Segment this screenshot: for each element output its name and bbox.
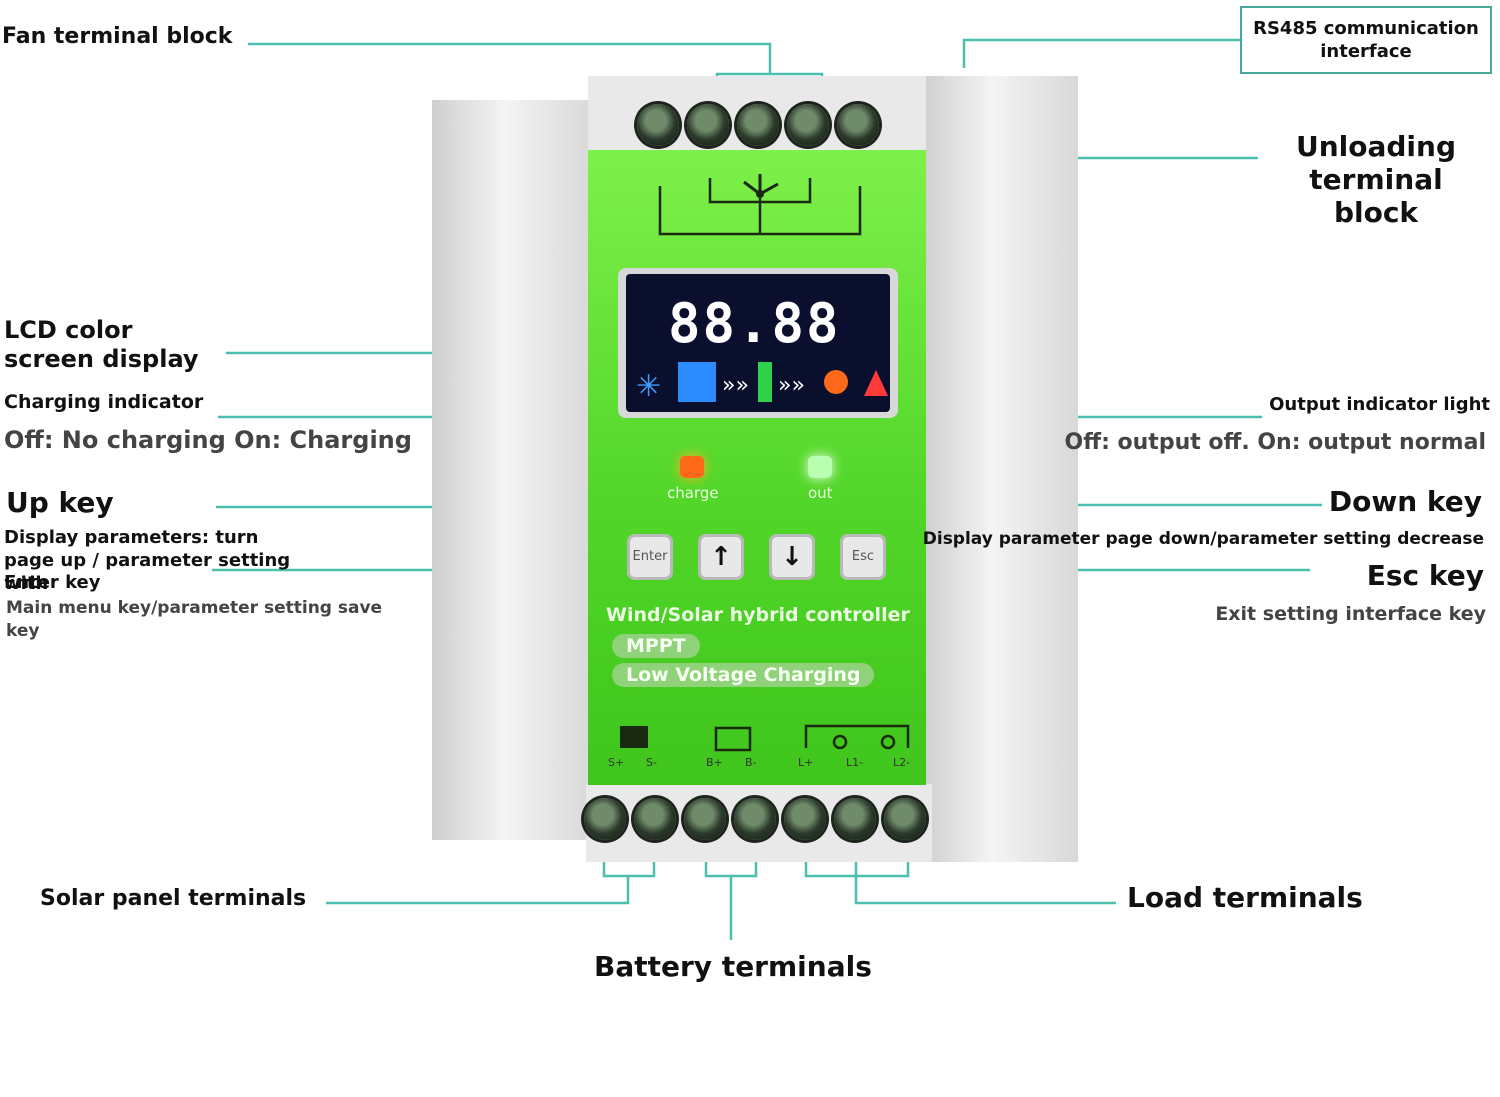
enter-key-note: Main menu key/parameter setting save key — [6, 598, 383, 641]
label-l-plus: L+ — [798, 756, 814, 769]
charging-indicator-note: Off: No charging On: Charging — [4, 426, 412, 454]
fan-terminal-3 — [737, 104, 779, 146]
output-indicator-note: Off: output off. On: output normal — [1064, 430, 1486, 455]
charge-led-label: charge — [667, 484, 719, 502]
up-key-note: Display parameters: turn page up / param… — [4, 527, 291, 594]
load-terminal-l1 — [834, 798, 876, 840]
battery-terminal-minus — [734, 798, 776, 840]
solar-terminal-minus — [634, 798, 676, 840]
label-l2-minus: L2- — [893, 756, 911, 769]
down-key-label: Down key — [1328, 485, 1482, 518]
battery-level-icon — [758, 362, 772, 402]
battery-terminals-label: Battery terminals — [594, 950, 872, 983]
charge-led — [680, 456, 704, 478]
unload-terminal-1 — [787, 104, 829, 146]
fan-terminal-1 — [637, 104, 679, 146]
lcd-screen-label: LCD color screen display — [4, 316, 199, 373]
esc-button[interactable]: Esc — [840, 534, 886, 580]
esc-key-label: Esc key — [1366, 559, 1484, 592]
enter-key-label: Enter key — [4, 572, 101, 593]
solar-terminals-label: Solar panel terminals — [40, 886, 307, 911]
arrows-icon: »» — [722, 373, 749, 398]
esc-key-note: Exit setting interface key — [1215, 603, 1486, 625]
battery-icon — [714, 726, 752, 752]
label-b-plus: B+ — [706, 756, 723, 769]
mppt-badge: MPPT — [612, 634, 700, 658]
low-voltage-badge: Low Voltage Charging — [612, 663, 875, 687]
device-title: Wind/Solar hybrid controller — [606, 604, 910, 626]
battery-terminal-plus — [684, 798, 726, 840]
unload-terminal-2 — [837, 104, 879, 146]
label-s-plus: S+ — [608, 756, 625, 769]
solar-icon — [620, 726, 648, 748]
fan-terminal-block-label: Fan terminal block — [2, 24, 233, 49]
out-led — [808, 456, 832, 478]
warning-icon — [864, 370, 888, 396]
lcd-digits: 88.88 — [668, 292, 841, 355]
left-heatsink — [432, 100, 594, 840]
label-s-minus: S- — [646, 756, 657, 769]
out-led-label: out — [808, 484, 833, 502]
right-heatsink — [922, 76, 1078, 862]
load-terminal-l2 — [884, 798, 926, 840]
wind-turbine-icon — [658, 174, 862, 236]
label-l1-minus: L1- — [846, 756, 864, 769]
down-button[interactable]: ↓ — [769, 534, 815, 580]
load-icon — [804, 724, 910, 748]
lcd-icons: ✳ »» »» — [636, 362, 888, 404]
up-button[interactable]: ↑ — [698, 534, 744, 580]
enter-button[interactable]: Enter — [627, 534, 673, 580]
charging-indicator-label: Charging indicator — [4, 391, 204, 413]
load-terminals-label: Load terminals — [1127, 881, 1363, 914]
load-terminal-plus — [784, 798, 826, 840]
bottom-icons — [620, 724, 910, 752]
arrows-icon-2: »» — [778, 373, 805, 398]
label-b-minus: B- — [745, 756, 757, 769]
unloading-terminal-block-label: Unloading terminal block — [1295, 130, 1456, 229]
bulb-icon — [824, 370, 848, 394]
solar-panel-icon — [678, 362, 716, 402]
snowflake-icon: ✳ — [636, 369, 661, 404]
up-key-label: Up key — [6, 486, 114, 519]
rs485-label: RS485 communication interface — [1240, 6, 1492, 74]
output-indicator-label: Output indicator light — [1269, 394, 1490, 415]
down-key-note: Display parameter page down/parameter se… — [922, 529, 1484, 549]
fan-terminal-2 — [687, 104, 729, 146]
solar-terminal-plus — [584, 798, 626, 840]
